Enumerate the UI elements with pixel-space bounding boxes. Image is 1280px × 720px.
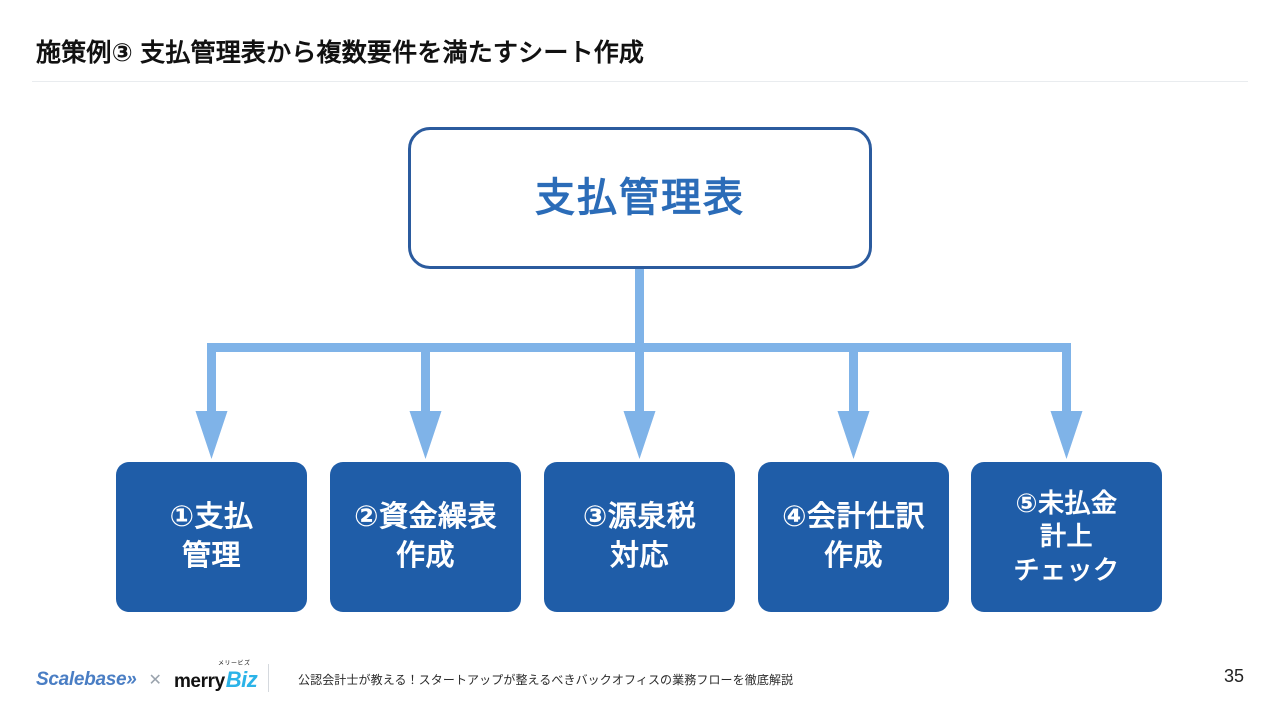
root-node-label: 支払管理表 [535,176,745,220]
leaf-node-4-label: ④会計仕訳 作成 [781,501,926,572]
footer-divider [268,664,269,692]
page-number: 35 [1223,666,1244,686]
merrybiz-kana: メリービズ [217,661,251,667]
header-divider [32,81,1248,82]
merrybiz-accent: Biz [225,667,258,692]
slide-header: 施策例③ 支払管理表から複数要件を満たすシート作成 [0,0,1280,82]
leaf-node-4[interactable]: ④会計仕訳 作成 [758,462,949,612]
leaf-node-5[interactable]: ⑤未払金 計上 チェック [971,462,1162,612]
merrybiz-logo: メリービズ merry Biz [173,661,258,693]
leaf-node-2-label: ②資金繰表 作成 [353,501,498,572]
scalebase-logo: Scalebase» [36,669,137,690]
slide-footer: Scalebase» ✕ メリービズ merry Biz 公認会計士が教える！ス… [0,650,1280,720]
leaf-node-1-label: ①支払 管理 [169,501,254,572]
leaf-node-2[interactable]: ②資金繰表 作成 [330,462,521,612]
root-node[interactable]: 支払管理表 [408,127,872,269]
leaf-node-3-label: ③源泉税 対応 [582,501,697,572]
leaf-node-row: ①支払 管理 ②資金繰表 作成 ③源泉税 対応 ④会計仕訳 作成 ⑤未払金 計上… [0,462,1280,612]
leaf-node-5-label: ⑤未払金 計上 チェック [1013,488,1120,585]
page-title: 施策例③ 支払管理表から複数要件を満たすシート作成 [36,39,645,67]
footer-brand-lockup: Scalebase» ✕ メリービズ merry Biz [36,661,258,694]
leaf-node-3[interactable]: ③源泉税 対応 [544,462,735,612]
merrybiz-wordmark: merry [173,671,225,692]
diagram-canvas: 支払管理表 ①支払 管理 ②資金繰表 作成 ③源泉税 対応 ④会計仕訳 作成 ⑤… [0,82,1280,637]
footer-tagline: 公認会計士が教える！スタートアップが整えるべきバックオフィスの業務フローを徹底解… [298,673,794,687]
leaf-node-1[interactable]: ①支払 管理 [116,462,307,612]
connector-lines [195,268,1083,459]
cross-icon: ✕ [148,672,162,689]
